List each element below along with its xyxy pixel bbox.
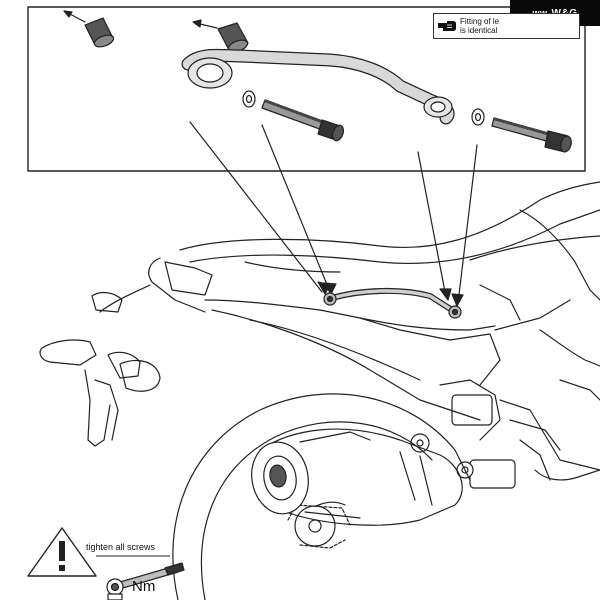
bolt-left — [261, 99, 345, 142]
leader-arrows — [189, 121, 478, 307]
torque-unit: Nm — [132, 578, 156, 595]
bolt-right — [491, 117, 572, 153]
exhaust-silencer — [251, 428, 463, 526]
washer-right — [471, 108, 485, 126]
rear-wheel — [172, 393, 471, 600]
spacer-left — [63, 10, 115, 48]
torque-wrench-icon — [106, 562, 185, 600]
motorcycle-rear — [39, 181, 600, 489]
warning-text: tighten all screws — [86, 542, 156, 552]
bracket-bar — [181, 48, 455, 125]
bracket-installed — [323, 287, 462, 319]
inset-note: Fitting of le is identical — [433, 13, 580, 39]
washer-left — [242, 90, 256, 108]
pointing-hand-icon — [434, 19, 460, 33]
warning-triangle-icon — [27, 527, 170, 577]
inset-note-text: Fitting of le is identical — [460, 17, 500, 35]
